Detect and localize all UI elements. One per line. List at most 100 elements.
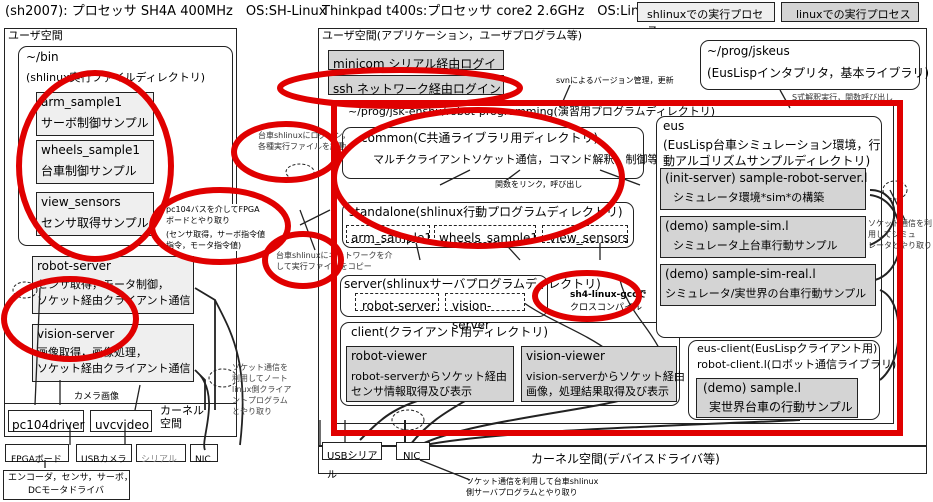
bin-wheels-sample-desc: 台車制御サンプル <box>41 164 137 178</box>
common-title: common(C共通ライブラリ用ディレクトリ) <box>361 131 599 145</box>
server-vision-server: vision-server <box>445 293 525 332</box>
demo-sim-real-file: (demo) sample-sim-real.l シミュレータ/実世界の台車行動… <box>660 264 876 306</box>
hardware-note-line2: DCモータドライバ <box>28 486 105 496</box>
sh-serial-box: シリアル <box>136 444 186 465</box>
shell-login-note-line1: 台車shlinuxにログイン， <box>258 131 351 140</box>
sh-robot-server: robot-server センサ取得，モータ制御， ソケット経由クライアント通信 <box>32 256 194 314</box>
sh-nic-box: NIC <box>190 444 218 465</box>
demo-sample-name: (demo) sample.l <box>703 381 801 395</box>
usb-camera-box: USBカメラ <box>76 444 132 465</box>
init-server-file: (init-server) sample-robot-server.l シミュレ… <box>660 168 867 210</box>
legend-linux: linuxでの実行プロセス <box>781 2 919 22</box>
sh-socket-note-line1: ソケット通信を <box>232 363 288 372</box>
bin-arm-sample: arm_sample1 サーボ制御サンプル <box>36 92 154 136</box>
sh-socket-note-line5: とやり取り <box>232 407 272 416</box>
sh-socket-note-line2: 利用してノート <box>232 374 288 383</box>
thinkpad-host-title: Thinkpad t400s:プロセッサ core2 2.6GHz OS:Lin… <box>322 4 656 19</box>
demo-sample-file: (demo) sample.l 実世界台車の行動サンプル <box>696 378 858 418</box>
init-server-desc: シミュレータ環境*sim*の構築 <box>673 191 825 204</box>
copy-binary-note: 台車shlinuxにネットワークを介 して実行ファイルをコピー <box>276 250 393 272</box>
demo-sim-desc: シミュレータ上台車行動サンプル <box>673 239 838 252</box>
standalone-arm-sample: arm_sample1 <box>346 225 433 245</box>
sh-vision-server-desc1: 画像取得，画像処理， <box>37 346 147 359</box>
sh-user-space-label: ユーザ空間 <box>8 29 63 42</box>
pc104-note-line4: 指令，モータ指令値) <box>166 241 242 250</box>
robot-viewer: robot-viewer robot-serverからソケット経由 センサ情報取… <box>346 346 514 402</box>
standalone-view-sensors: view_sensors <box>542 225 629 245</box>
usb-camera-label: USBカメラ <box>81 455 127 465</box>
demo-sim-name: (demo) sample-sim.l <box>665 219 789 233</box>
pc104driver-box: pc104driver <box>8 410 84 432</box>
pc104-note-line2: ボードとやり取り <box>166 216 230 225</box>
vision-viewer-desc2: 画像，処理結果取得及び表示 <box>526 385 669 398</box>
demo-sim-file: (demo) sample-sim.l シミュレータ上台車行動サンプル <box>660 216 866 258</box>
standalone-title: standalone(shlinux行動プログラムディレクトリ) <box>349 205 623 219</box>
eus-socket-note-line2: 用してシミュ <box>868 230 916 239</box>
demo-sim-real-desc: シミュレータ/実世界の台車行動サンプル <box>665 287 867 300</box>
jskeus-directory: ~/prog/jskeus (EusLispインタプリタ，基本ライブラリ) <box>700 40 929 90</box>
sh-socket-note-line3: linux側クライア <box>232 385 292 394</box>
bottom-socket-note-line1: ソケット通信を利用して台車shlinux <box>466 477 599 486</box>
shell-login-note: 台車shlinuxにログイン， 各種実行ファイルを起動 <box>258 130 350 152</box>
tp-nic-label: NIC <box>403 451 421 462</box>
svn-note: svnによるバージョン管理，更新 <box>556 76 674 86</box>
link-note: 関数をリンク，呼び出し <box>495 180 583 190</box>
bin-arm-sample-name: arm_sample1 <box>41 95 123 109</box>
sh-nic-label: NIC <box>195 455 211 465</box>
pc104driver-label: pc104driver <box>12 418 85 432</box>
sh-vision-server-name: vision-server <box>37 327 115 341</box>
legend-linux-label: linuxでの実行プロセス <box>796 8 911 21</box>
legend-shlinux: shlinuxでの実行プロセス <box>637 2 775 37</box>
pc104-note-line3: (センサ取得，サーボ指令値 <box>166 230 266 239</box>
hardware-note-box: エンコーダ，センサ，サーボ， DCモータドライバ <box>3 470 133 500</box>
bin-view-sensors-desc: センサ取得サンプル <box>41 216 149 230</box>
uvcvideo-box: uvcvideo <box>90 410 152 432</box>
demo-sample-desc: 実世界台車の行動サンプル <box>709 400 853 414</box>
bottom-socket-note: ソケット通信を利用して台車shlinux 側サーバプログラムとやり取り <box>466 476 598 498</box>
client-title: client(クライアント用ディレクトリ) <box>351 325 549 339</box>
fpga-board-label: FPGAボード <box>11 455 62 465</box>
server-robot-server-label: robot-server <box>362 299 436 313</box>
copy-binary-note-line2: して実行ファイルをコピー <box>276 262 372 271</box>
sh-socket-note: ソケット通信を 利用してノート linux側クライア ントプログラム とやり取り <box>232 362 291 417</box>
jskeus-title: ~/prog/jskeus <box>707 44 790 58</box>
minicom-box: minicom シリアル経由ログイン <box>328 50 504 90</box>
standalone-wheels-sample-label: wheels_sample1 <box>439 231 539 245</box>
standalone-view-sensors-label: view_sensors <box>549 231 629 245</box>
server-vision-server-label: vision-server <box>452 299 492 332</box>
robot-viewer-desc1: robot-serverからソケット経由 <box>351 370 507 383</box>
pc104-note: pc104バスを介してFPGA ボードとやり取り (センサ取得，サーボ指令値 指… <box>166 204 266 251</box>
usb-serial-label: USBシリアル <box>327 451 378 481</box>
cross-compile-note-line1: sh4-linux-gccで <box>570 290 647 300</box>
sh-vision-server-desc2: ソケット経由クライアント通信 <box>37 362 191 375</box>
robot-viewer-desc2: センサ情報取得及び表示 <box>351 385 472 398</box>
server-robot-server: robot-server <box>355 293 439 313</box>
fpga-board-box: FPGAボード <box>5 444 69 465</box>
copy-binary-note-line1: 台車shlinuxにネットワークを介 <box>276 251 393 260</box>
sh-kernel-space-label: カーネル 空間 <box>160 404 204 430</box>
hardware-note-line1: エンコーダ，センサ，サーボ， <box>8 473 133 483</box>
standalone-arm-sample-label: arm_sample1 <box>351 231 433 245</box>
sh-vision-server: vision-server 画像取得，画像処理， ソケット経由クライアント通信 <box>32 324 194 382</box>
eus-client-lib: robot-client.l(ロボット通信ライブラリ) <box>697 358 897 371</box>
eus-desc2: 動アルゴリズムサンプルディレクトリ) <box>663 154 871 168</box>
usb-serial-box: USBシリアル <box>322 442 382 481</box>
eus-desc1: (EusLisp台車シミュレーション環境，行 <box>663 138 881 152</box>
bin-directory-subtitle: (shlinux実行ファイルディレクトリ) <box>26 71 206 84</box>
sh-socket-note-line4: ントプログラム <box>232 396 288 405</box>
cross-compile-note-line2: クロスコンパイル <box>570 303 643 313</box>
common-directory: common(C共通ライブラリ用ディレクトリ) マルチクライアントソケット通信，… <box>342 127 659 179</box>
camera-image-label: カメラ画像 <box>74 392 120 402</box>
demo-sim-real-name: (demo) sample-sim-real.l <box>665 267 816 281</box>
server-title: server(shlinuxサーバプログラムディレクトリ) <box>344 277 601 291</box>
sh-robot-server-desc2: ソケット経由クライアント通信 <box>37 294 191 307</box>
eus-client-title: eus-client(EusLispクライアント用) <box>697 342 878 355</box>
pc104-note-line1: pc104バスを介してFPGA <box>166 205 260 214</box>
common-desc: マルチクライアントソケット通信，コマンド解釈，制御等 <box>373 153 659 166</box>
bin-directory-title: ~/bin <box>26 50 59 64</box>
bottom-socket-note-line2: 側サーバプログラムとやり取り <box>466 488 578 497</box>
bin-wheels-sample-name: wheels_sample1 <box>41 143 141 157</box>
bin-arm-sample-desc: サーボ制御サンプル <box>41 116 149 130</box>
eus-socket-note: ソケット通信を利 用してシミュ レータとやり取り <box>868 218 932 251</box>
eus-socket-note-line1: ソケット通信を利 <box>868 219 932 228</box>
